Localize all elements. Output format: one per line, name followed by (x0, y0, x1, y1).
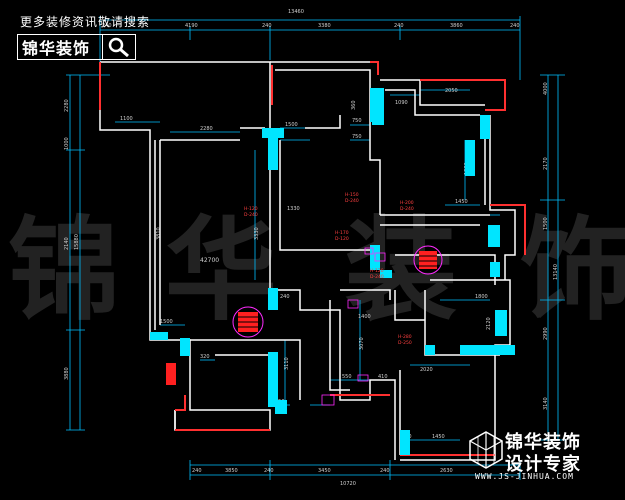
search-button[interactable] (102, 35, 135, 59)
dim-inner: 1800 (475, 294, 488, 300)
dim-bottom: 3850 (225, 468, 238, 474)
dim-inner: 1330 (287, 206, 300, 212)
dim-top: 240 (394, 23, 404, 29)
brand-name: 锦华装饰 (505, 432, 581, 453)
brand-badge: 锦华装饰 设计专家 WWW.JS-JINHUA.COM (467, 425, 617, 490)
watermark-char: 华 (165, 205, 277, 336)
dim-top: 3380 (318, 23, 331, 29)
search-icon (108, 37, 129, 57)
dim-inner: 240 (280, 294, 290, 300)
dim-bottom: 240 (264, 468, 274, 474)
level-d: D-120 (335, 236, 349, 242)
dim-top: 240 (510, 23, 520, 29)
dim-inner: 1500 (160, 319, 173, 325)
level-d: D-250 (398, 340, 412, 346)
dim-inner: 360 (351, 100, 357, 110)
dim-inner: 3110 (284, 357, 290, 370)
watermark-char: 饰 (520, 205, 625, 336)
dim-inner: 2020 (420, 367, 433, 373)
dim-inner: 2280 (200, 126, 213, 132)
dim-top: 3860 (450, 23, 463, 29)
walls (99, 61, 516, 461)
dim-top: 240 (262, 23, 272, 29)
dim-inner: 3330 (254, 227, 260, 240)
dim-left-total: 15880 (74, 234, 80, 250)
site-logo[interactable]: 锦华装饰 (17, 34, 136, 60)
dim-left: 3880 (64, 367, 70, 380)
dim-bottom: 2630 (440, 468, 453, 474)
dim-bottom: 240 (380, 468, 390, 474)
level-h: H-120 (244, 206, 258, 212)
level-d: D-240 (400, 206, 414, 212)
dim-bottom: 240 (192, 468, 202, 474)
level-h: H-170 (335, 230, 349, 236)
dim-bottom: 3450 (318, 468, 331, 474)
center-label: 42700 (200, 257, 219, 264)
dim-top: 240 (102, 23, 112, 29)
dim-inner: 410 (378, 374, 388, 380)
fixture-marks (321, 247, 386, 406)
red-walls (99, 61, 526, 456)
dim-inner: 320 (200, 354, 210, 360)
dim-right: 2170 (543, 157, 549, 170)
dim-inner: 550 (342, 374, 352, 380)
dim-inner: 1100 (120, 116, 133, 122)
level-h: H-200 (400, 200, 414, 206)
dim-right: 3140 (543, 397, 549, 410)
dim-left: 2140 (64, 237, 70, 250)
dim-inner: 3810 (156, 227, 162, 240)
watermark: 锦 华 装 饰 (0, 180, 625, 336)
dim-bottom-total: 10720 (340, 481, 356, 487)
dim-inner: 1090 (395, 100, 408, 106)
dim-inner: 1450 (455, 199, 468, 205)
watermark-char: 装 (345, 205, 457, 336)
level-h: H-280 (398, 334, 412, 340)
search-hint: 更多装修资讯敬请搜索 (20, 15, 151, 29)
dim-inner: 2120 (486, 317, 492, 330)
logo-text: 锦华装饰 (22, 39, 91, 58)
dimension-lines (66, 16, 565, 480)
level-annotations: H-120 D-240 H-150 D-240 H-170 D-120 H-20… (244, 192, 414, 346)
drain-markers (166, 245, 443, 385)
dim-inner: 1500 (285, 122, 298, 128)
level-h: H-150 (345, 192, 359, 198)
dim-inner: 1450 (432, 434, 445, 440)
dim-right: 4000 (543, 82, 549, 95)
dim-left: 1000 (64, 137, 70, 150)
level-d: D-240 (345, 198, 359, 204)
structural-columns (150, 88, 515, 455)
level-d: D-240 (244, 212, 258, 218)
watermark-char: 锦 (8, 205, 120, 336)
dim-right-total: 13140 (553, 264, 559, 280)
dim-right: 1500 (543, 217, 549, 230)
dim-inner: 1400 (358, 314, 371, 320)
dim-inner: 750 (352, 134, 362, 140)
dim-inner: 3070 (359, 337, 365, 350)
level-d: D-240 (370, 274, 384, 280)
dim-top: 4190 (185, 23, 198, 29)
brand-url[interactable]: WWW.JS-JINHUA.COM (475, 472, 574, 481)
brand-tagline: 设计专家 (505, 454, 581, 475)
cube-logo-icon (469, 431, 503, 469)
dim-inner: 750 (352, 118, 362, 124)
dim-left: 2280 (64, 99, 70, 112)
dim-right: 2990 (543, 327, 549, 340)
dim-inner: 2050 (445, 88, 458, 94)
dim-top-total: 13460 (288, 9, 304, 15)
level-h: H-120 (370, 268, 384, 274)
